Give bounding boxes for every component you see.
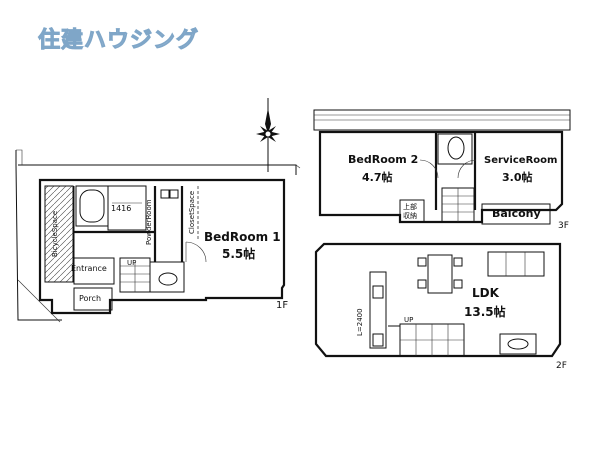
floor-2f	[314, 242, 562, 358]
bedroom1-size: 5.5帖	[222, 246, 255, 261]
closet-space-label: ClosetSpace	[188, 191, 196, 234]
balcony-label: Balcony	[492, 207, 541, 220]
kitchen-dimension: L=2400	[356, 308, 364, 336]
bicycle-space-label: BicycleSpace	[51, 211, 59, 257]
floor-1f	[15, 149, 301, 323]
bedroom1-name: BedRoom 1	[204, 230, 281, 244]
ldk-size: 13.5帖	[464, 304, 506, 319]
bedroom2-size: 4.7帖	[362, 170, 393, 184]
floor-3f	[313, 109, 571, 225]
brand-logo: 住建ハウジング	[37, 28, 200, 54]
floor-label-1f: 1F	[276, 300, 288, 311]
entrance-label: Entrance	[71, 264, 107, 273]
stair-up-1f: UP	[127, 259, 136, 267]
north-arrow-icon	[256, 98, 280, 172]
porch-label: Porch	[79, 294, 101, 303]
powder-room-label: PowderRoom	[145, 199, 153, 245]
bedroom2-name: BedRoom 2	[348, 153, 418, 166]
floor-label-3f: 3F	[558, 221, 569, 231]
floor-label-2f: 2F	[556, 361, 567, 371]
service-room-name: ServiceRoom	[484, 155, 557, 166]
storage-label-line1: 上部	[403, 202, 417, 211]
stair-up-2f: UP	[404, 316, 413, 324]
storage-label-line2: 収納	[403, 211, 417, 220]
ldk-name: LDK	[472, 286, 500, 300]
bath-size-label: 1416	[111, 204, 131, 213]
service-room-size: 3.0帖	[502, 170, 533, 184]
